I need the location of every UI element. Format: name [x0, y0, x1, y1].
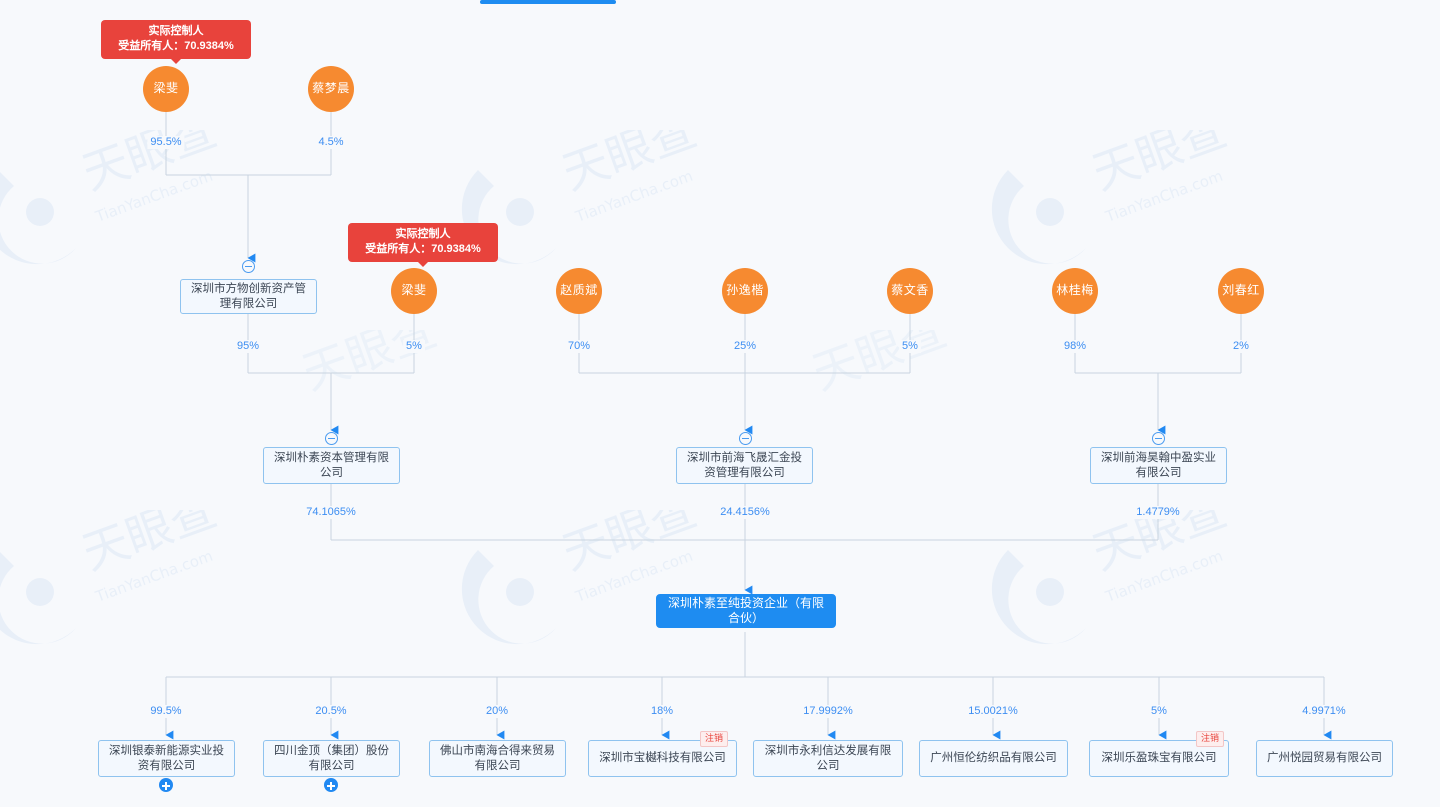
- ownership-percent: 99.5%: [147, 705, 185, 718]
- company-name: 深圳市永利信达发展有限公司: [764, 744, 892, 772]
- person-name: 林桂梅: [1056, 283, 1094, 298]
- person-node[interactable]: 刘春红: [1218, 268, 1264, 314]
- company-name: 佛山市南海合得来贸易有限公司: [440, 744, 555, 772]
- person-name: 蔡文香: [891, 283, 929, 298]
- collapse-toggle-icon[interactable]: [241, 260, 255, 273]
- company-name: 深圳市前海飞晟汇金投资管理有限公司: [687, 451, 802, 479]
- expand-toggle-icon[interactable]: [324, 778, 338, 792]
- company-name: 深圳市宝樾科技有限公司: [599, 752, 726, 764]
- company-node[interactable]: 深圳朴素资本管理有限公司: [263, 447, 400, 484]
- company-name: 深圳朴素资本管理有限公司: [274, 451, 389, 479]
- center-company-node[interactable]: 深圳朴素至纯投资企业（有限合伙）: [656, 594, 836, 628]
- company-name: 广州悦园贸易有限公司: [1267, 752, 1382, 764]
- company-name: 四川金顶（集团）股份有限公司: [274, 744, 389, 772]
- person-name: 孙逸楷: [726, 283, 764, 298]
- ownership-percent: 25%: [730, 340, 760, 353]
- person-name: 刘春红: [1222, 283, 1260, 298]
- collapse-toggle-icon[interactable]: [324, 432, 338, 445]
- subsidiary-node[interactable]: 四川金顶（集团）股份有限公司: [263, 740, 400, 777]
- ownership-percent: 24.4156%: [717, 506, 773, 519]
- active-tab-indicator[interactable]: [480, 0, 616, 4]
- company-name: 深圳市方物创新资产管理有限公司: [191, 282, 306, 310]
- subsidiary-node[interactable]: 深圳市宝樾科技有限公司: [588, 740, 737, 777]
- person-node[interactable]: 蔡文香: [887, 268, 933, 314]
- ownership-percent: 20.5%: [312, 705, 350, 718]
- badge-line-1: 实际控制人: [395, 228, 451, 240]
- person-node[interactable]: 孙逸楷: [722, 268, 768, 314]
- person-node[interactable]: 林桂梅: [1052, 268, 1098, 314]
- center-company-name: 深圳朴素至纯投资企业（有限合伙）: [667, 596, 824, 625]
- collapse-toggle-icon[interactable]: [738, 432, 752, 445]
- person-name: 梁斐: [153, 81, 179, 96]
- badge-line-1: 实际控制人: [148, 25, 204, 37]
- status-badge-cancelled: 注销: [700, 731, 729, 747]
- actual-controller-badge: 实际控制人 受益所有人：70.9384%: [348, 223, 498, 267]
- company-name: 深圳银泰新能源实业投资有限公司: [109, 744, 224, 772]
- company-node[interactable]: 深圳前海昊翰中盈实业有限公司: [1090, 447, 1227, 484]
- ownership-percent: 95%: [233, 340, 263, 353]
- company-node[interactable]: 深圳市前海飞晟汇金投资管理有限公司: [676, 447, 813, 484]
- ownership-percent: 70%: [564, 340, 594, 353]
- ownership-percent: 5%: [1148, 705, 1170, 718]
- ownership-percent: 74.1065%: [303, 506, 359, 519]
- ownership-percent: 18%: [647, 705, 677, 718]
- subsidiary-node[interactable]: 深圳银泰新能源实业投资有限公司: [98, 740, 235, 777]
- badge-line-2: 受益所有人：70.9384%: [365, 243, 481, 255]
- ownership-percent: 1.4779%: [1133, 506, 1183, 519]
- ownership-percent: 4.5%: [315, 136, 347, 149]
- subsidiary-node[interactable]: 佛山市南海合得来贸易有限公司: [429, 740, 566, 777]
- badge-line-2: 受益所有人：70.9384%: [118, 40, 234, 52]
- person-node[interactable]: 赵质斌: [556, 268, 602, 314]
- collapse-toggle-icon[interactable]: [1151, 432, 1165, 445]
- ownership-percent: 2%: [1230, 340, 1252, 353]
- ownership-percent: 15.0021%: [965, 705, 1021, 718]
- ownership-percent: 5%: [899, 340, 921, 353]
- person-name: 蔡梦晨: [312, 81, 350, 96]
- person-node[interactable]: 梁斐: [391, 268, 437, 314]
- ownership-percent: 20%: [482, 705, 512, 718]
- subsidiary-node[interactable]: 广州悦园贸易有限公司: [1256, 740, 1393, 777]
- person-name: 梁斐: [401, 283, 427, 298]
- person-node[interactable]: 蔡梦晨: [308, 66, 354, 112]
- ownership-percent: 95.5%: [147, 136, 185, 149]
- company-name: 深圳乐盈珠宝有限公司: [1101, 752, 1217, 764]
- expand-toggle-icon[interactable]: [159, 778, 173, 792]
- company-name: 深圳前海昊翰中盈实业有限公司: [1101, 451, 1216, 479]
- company-name: 广州恒伦纺织品有限公司: [930, 752, 1057, 764]
- actual-controller-badge: 实际控制人 受益所有人：70.9384%: [101, 20, 251, 64]
- status-badge-cancelled: 注销: [1196, 731, 1225, 747]
- ownership-percent: 17.9992%: [800, 705, 856, 718]
- company-node[interactable]: 深圳市方物创新资产管理有限公司: [180, 279, 317, 314]
- person-name: 赵质斌: [560, 283, 598, 298]
- ownership-percent: 4.9971%: [1299, 705, 1349, 718]
- ownership-percent: 5%: [403, 340, 425, 353]
- ownership-percent: 98%: [1060, 340, 1090, 353]
- subsidiary-node[interactable]: 广州恒伦纺织品有限公司: [919, 740, 1068, 777]
- subsidiary-node[interactable]: 深圳市永利信达发展有限公司: [753, 740, 903, 777]
- person-node[interactable]: 梁斐: [143, 66, 189, 112]
